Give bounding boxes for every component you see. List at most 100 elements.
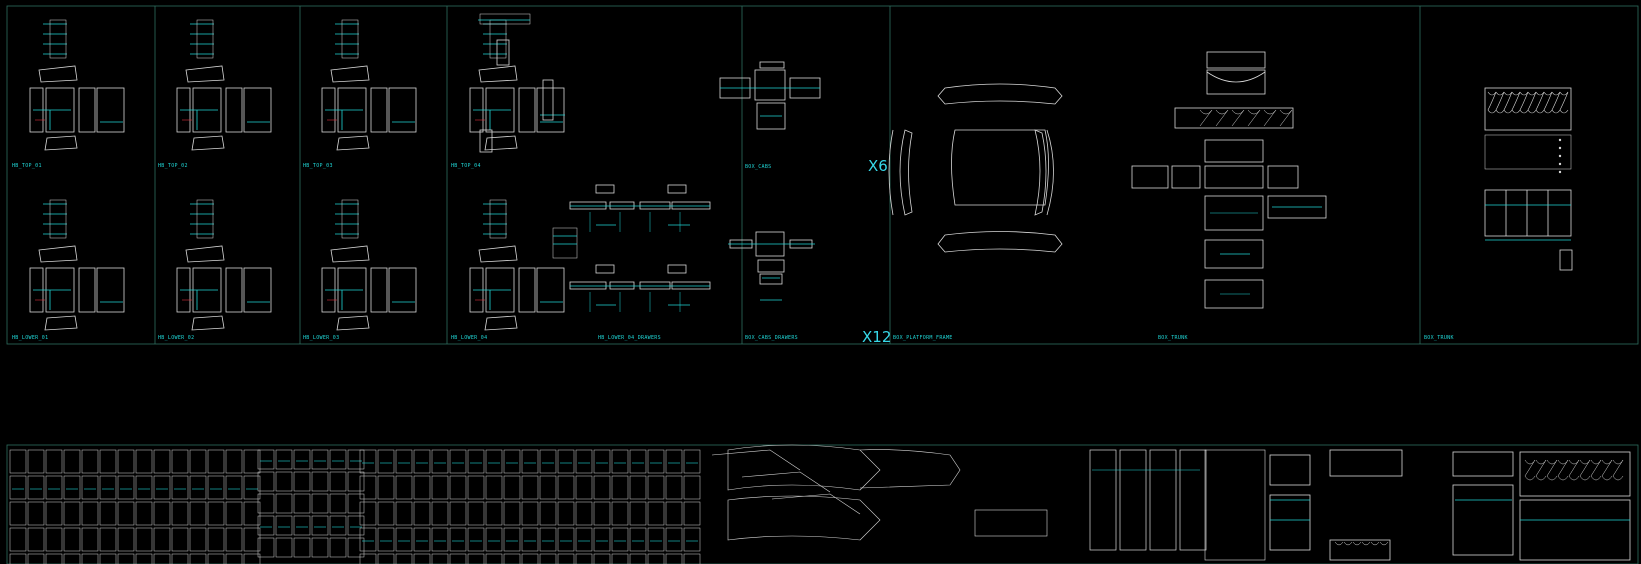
cad-profile <box>1352 541 1362 546</box>
cad-panel <box>171 501 189 526</box>
cad-panel <box>135 449 153 474</box>
cad-profile <box>330 65 370 83</box>
cad-panel <box>243 501 261 526</box>
cad-panel <box>293 471 311 492</box>
cad-panel <box>431 449 449 474</box>
cad-panel <box>665 553 683 564</box>
cad-panel <box>479 129 493 153</box>
cad-profile <box>185 245 225 263</box>
cad-panel <box>575 553 593 564</box>
cad-panel <box>757 259 785 273</box>
cad-panel <box>347 515 365 536</box>
cad-panel <box>575 449 593 474</box>
cad-panel <box>569 281 607 290</box>
cad-panel <box>639 281 671 290</box>
cad-panel <box>413 527 431 552</box>
cad-profile <box>1579 459 1591 481</box>
cad-panel <box>196 199 214 239</box>
cad-panel <box>171 553 189 564</box>
cad-panel <box>395 553 413 564</box>
cad-profile <box>1601 459 1613 481</box>
cad-panel <box>503 501 521 526</box>
cad-profile <box>741 471 831 493</box>
cad-panel <box>479 13 531 25</box>
cad-panel <box>63 553 81 564</box>
cad-profile <box>1247 109 1261 127</box>
cad-panel <box>557 553 575 564</box>
cad-profile <box>44 315 78 331</box>
multiplier-x6: X6 <box>868 157 888 175</box>
cad-dot <box>1558 170 1562 174</box>
cad-profile <box>1568 459 1580 481</box>
cad-profile <box>1503 91 1513 114</box>
cad-panel <box>754 69 786 101</box>
cad-profile <box>1590 459 1602 481</box>
cad-panel <box>542 79 554 121</box>
cad-panel <box>81 501 99 526</box>
cad-panel <box>99 501 117 526</box>
cad-profile <box>1379 541 1389 546</box>
cad-panel <box>611 553 629 564</box>
cad-panel <box>207 501 225 526</box>
upper-sheet-border <box>6 5 1639 345</box>
cad-panel <box>1174 107 1294 129</box>
cad-panel <box>275 515 293 536</box>
cad-panel <box>1089 449 1117 551</box>
cad-panel <box>629 501 647 526</box>
cad-panel <box>153 527 171 552</box>
cad-panel <box>683 553 701 564</box>
cad-panel <box>225 449 243 474</box>
label-hb-lower-02: HB_LOWER_02 <box>158 335 195 341</box>
cad-panel <box>96 87 125 133</box>
cad-panel <box>467 449 485 474</box>
cad-panel <box>539 449 557 474</box>
cad-panel <box>665 475 683 500</box>
cad-panel <box>63 449 81 474</box>
cad-panel <box>189 501 207 526</box>
cad-panel <box>611 449 629 474</box>
cad-panel <box>759 273 783 285</box>
cad-profile <box>44 135 78 151</box>
cad-panel <box>27 527 45 552</box>
cad-panel <box>431 501 449 526</box>
cad-panel <box>153 553 171 564</box>
cad-panel <box>665 501 683 526</box>
cad-panel <box>647 475 665 500</box>
cad-panel <box>665 449 683 474</box>
cad-panel <box>557 475 575 500</box>
cad-panel <box>609 281 635 290</box>
cad-panel <box>629 527 647 552</box>
cad-panel <box>575 501 593 526</box>
cad-panel <box>593 449 611 474</box>
cad-panel <box>521 527 539 552</box>
cad-panel <box>243 449 261 474</box>
cad-profile <box>859 449 961 489</box>
cad-panel <box>135 501 153 526</box>
cad-panel <box>329 493 347 514</box>
cad-panel <box>413 475 431 500</box>
cad-panel <box>377 501 395 526</box>
cad-panel <box>388 267 417 313</box>
cad-panel <box>377 553 395 564</box>
cad-panel <box>395 527 413 552</box>
cad-panel <box>243 267 272 313</box>
label-hb-lower-01: HB_LOWER_01 <box>12 335 49 341</box>
cad-profile <box>937 83 1063 105</box>
cad-panel <box>189 553 207 564</box>
cad-panel <box>311 515 329 536</box>
cad-panel <box>359 553 377 564</box>
cad-panel <box>1204 279 1264 309</box>
cad-panel <box>569 201 607 210</box>
cad-panel <box>1329 449 1403 477</box>
cad-panel <box>81 553 99 564</box>
cad-panel <box>1269 454 1311 486</box>
cad-panel <box>377 527 395 552</box>
cad-profile <box>185 65 225 83</box>
cad-panel <box>27 475 45 500</box>
cad-panel <box>467 553 485 564</box>
cad-panel <box>467 475 485 500</box>
cad-panel <box>449 449 467 474</box>
cad-panel <box>311 449 329 470</box>
cad-profile <box>899 129 913 216</box>
